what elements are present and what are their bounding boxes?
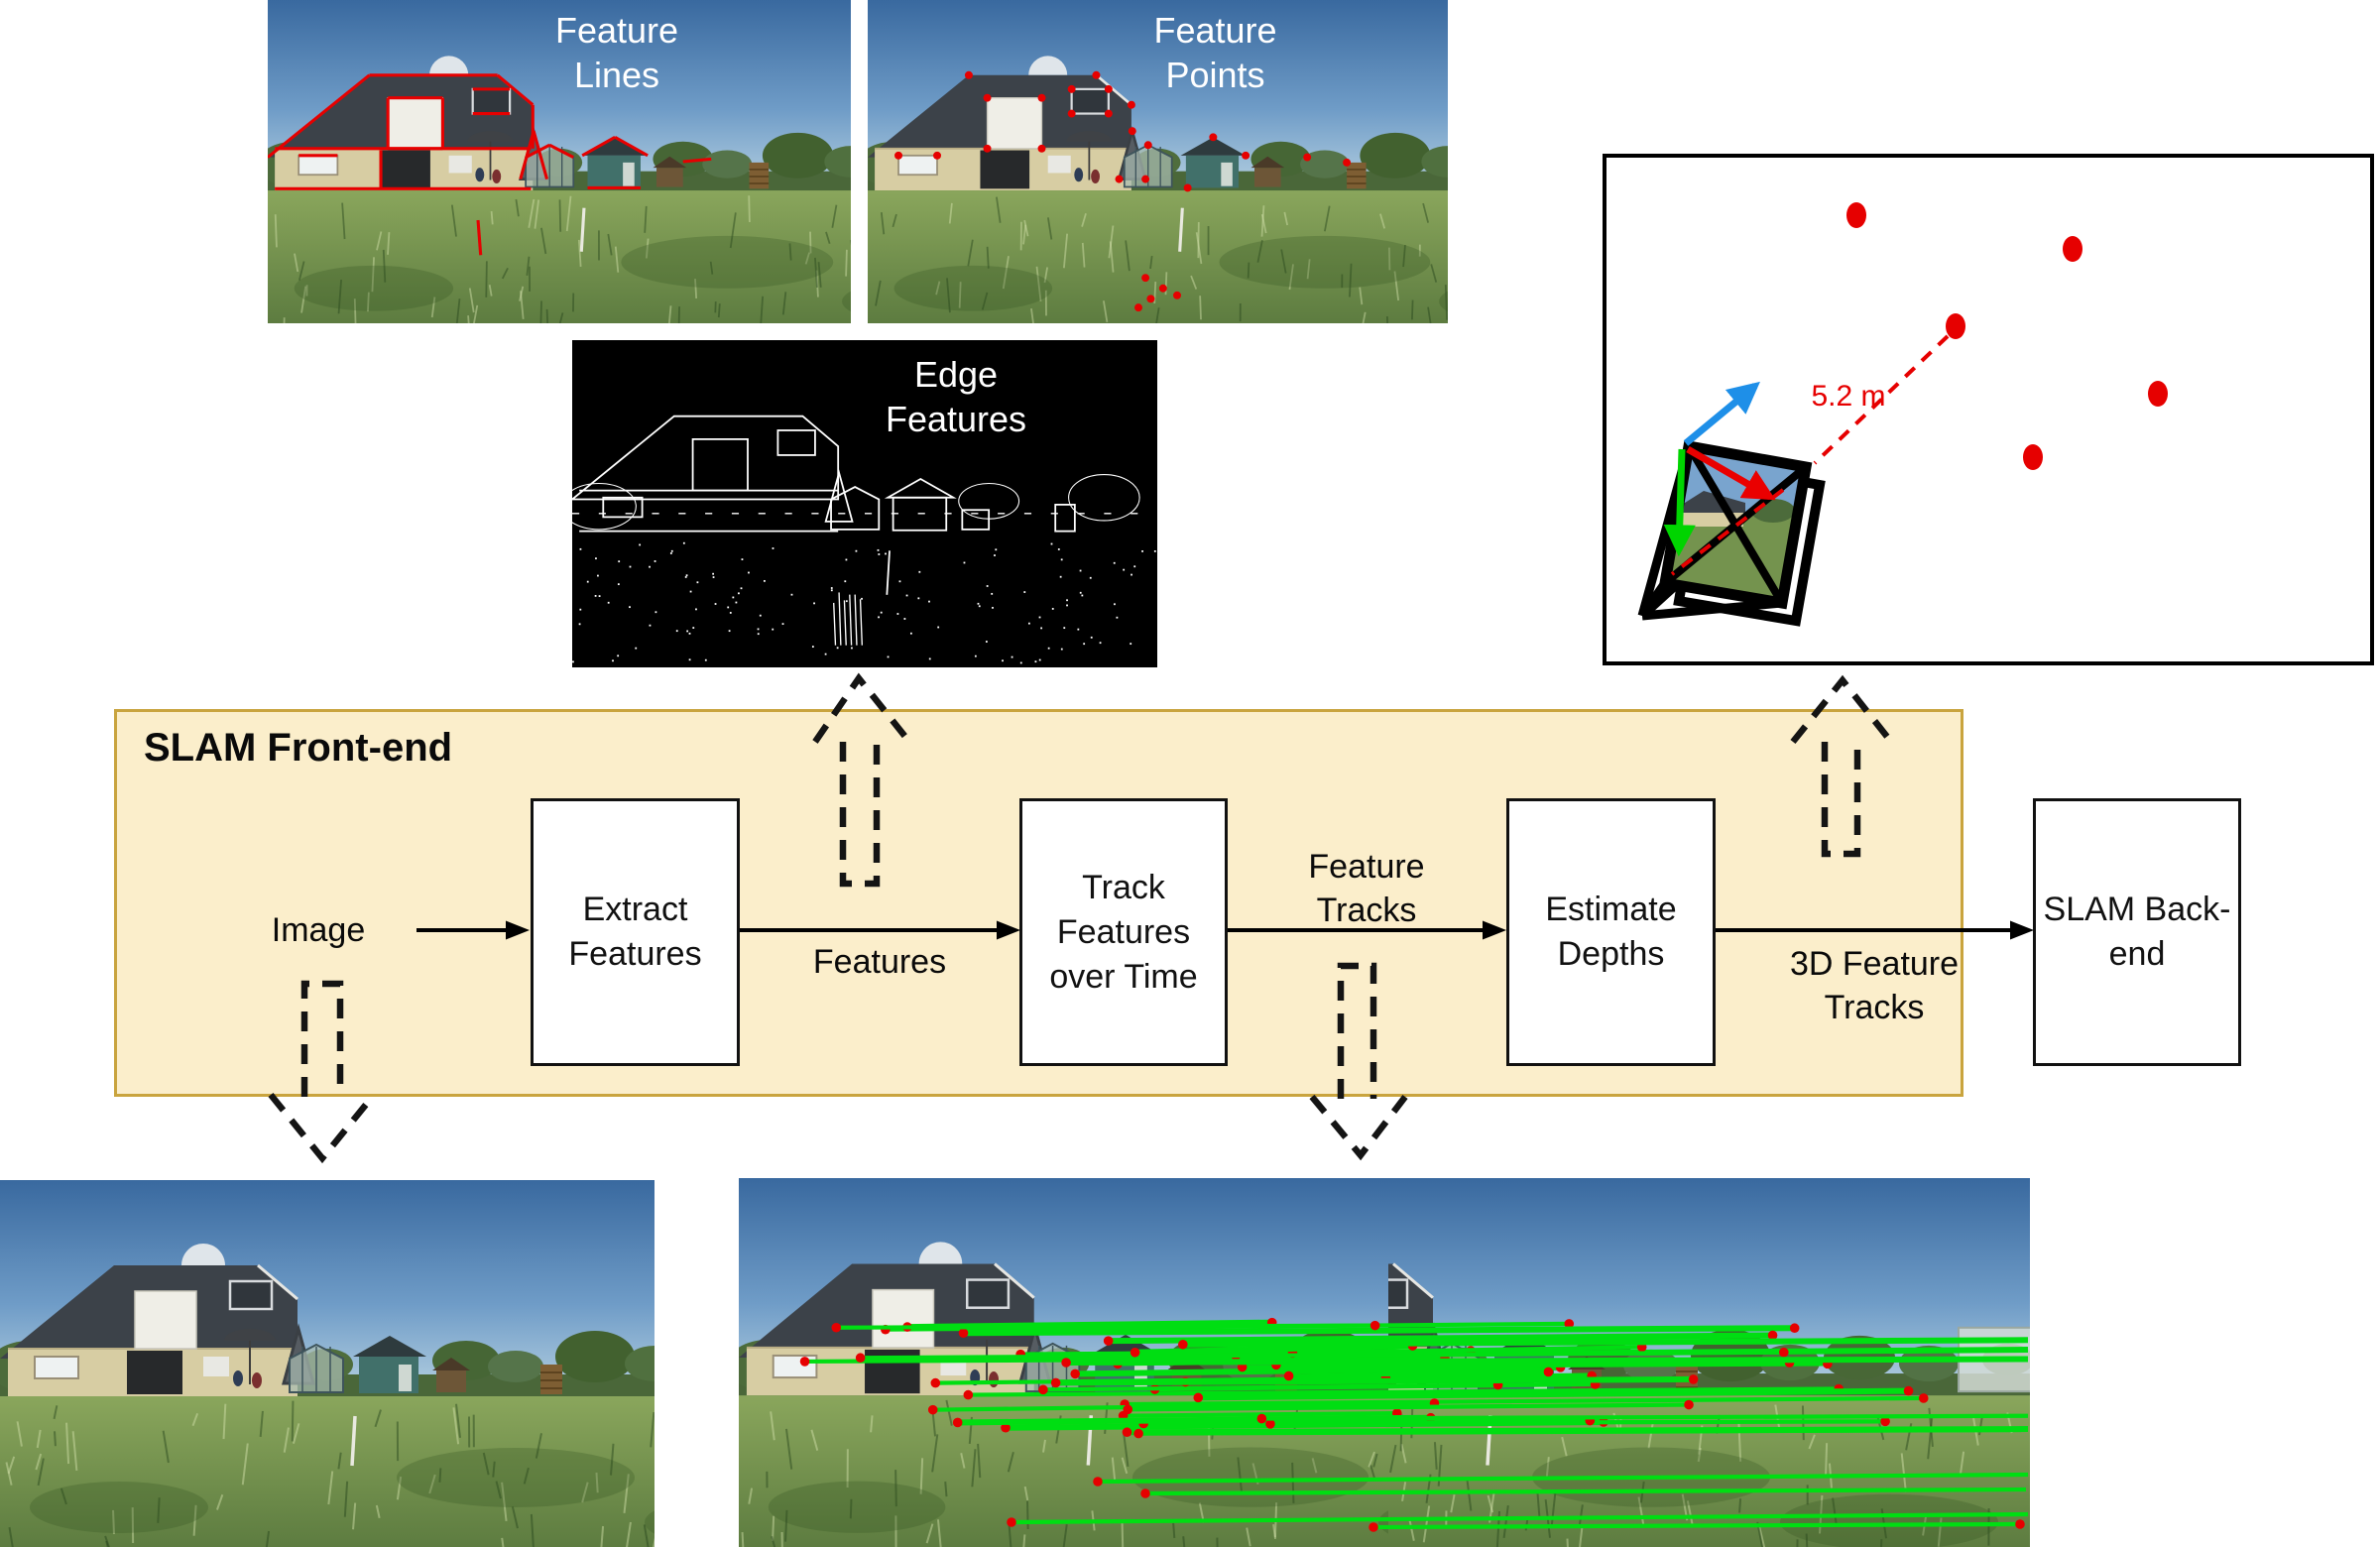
edge-features-panel: Edge Features xyxy=(572,340,1157,667)
edge-features-image xyxy=(572,340,1157,667)
feature-tracks-edge-label: Feature Tracks xyxy=(1308,848,1425,929)
edge-features-label: Edge Features xyxy=(885,354,1027,439)
feature-points-panel: Feature Points xyxy=(868,0,1448,323)
depth-map-figure: 5.2 m xyxy=(1637,202,2168,627)
feature-lines-image xyxy=(268,0,851,323)
estimate-depths-box: Estimate Depths xyxy=(1506,798,1716,1066)
extract-features-label: Extract Features xyxy=(568,891,702,973)
flow-arrowhead-icon xyxy=(2010,920,2034,940)
slam-backend-label: SLAM Back-end xyxy=(2043,891,2231,973)
estimate-depths-label: Estimate Depths xyxy=(1545,891,1677,973)
track-features-box: Track Features over Time xyxy=(1019,798,1228,1066)
dashed-arrow-image-down-head-icon xyxy=(268,1092,377,1164)
input-image-panel xyxy=(0,1180,654,1547)
features-edge-label: Features xyxy=(812,943,947,981)
slam-frontend-title: SLAM Front-end xyxy=(144,726,453,770)
landmark-dot xyxy=(2148,381,2168,407)
depth-map-panel: 5.2 m xyxy=(1603,154,2374,665)
range-dashed-line xyxy=(1670,334,1950,576)
feature-points-image xyxy=(868,0,1448,323)
feature-points-label: Feature Points xyxy=(1153,10,1277,95)
landmark-dot xyxy=(2063,236,2082,262)
axis-x-arrow-icon xyxy=(1686,445,1776,501)
input-image xyxy=(0,1180,654,1547)
image-input-label: Image xyxy=(271,911,366,949)
axis-z-arrow-icon xyxy=(1683,381,1760,446)
dashed-arrow-tracks-down-head-icon xyxy=(1309,1094,1408,1161)
axis-y-arrow-icon xyxy=(1663,448,1696,557)
tracked-features-panel xyxy=(739,1178,2030,1547)
feature-track-lines xyxy=(799,1317,2029,1532)
3d-feature-tracks-edge-label: 3D Feature Tracks xyxy=(1789,945,1960,1026)
tracked-features-image xyxy=(739,1178,2030,1547)
landmark-dot xyxy=(1846,202,1866,228)
feature-lines-panel: Feature Lines xyxy=(268,0,851,323)
landmark-dot xyxy=(2023,444,2043,470)
track-features-label: Track Features over Time xyxy=(1049,868,1198,996)
slam-backend-box: SLAM Back-end xyxy=(2033,798,2241,1066)
extract-features-box: Extract Features xyxy=(531,798,740,1066)
feature-lines-label: Feature Lines xyxy=(554,10,679,95)
landmark-dot xyxy=(1946,313,1965,339)
range-distance-label: 5.2 m xyxy=(1811,380,1885,413)
